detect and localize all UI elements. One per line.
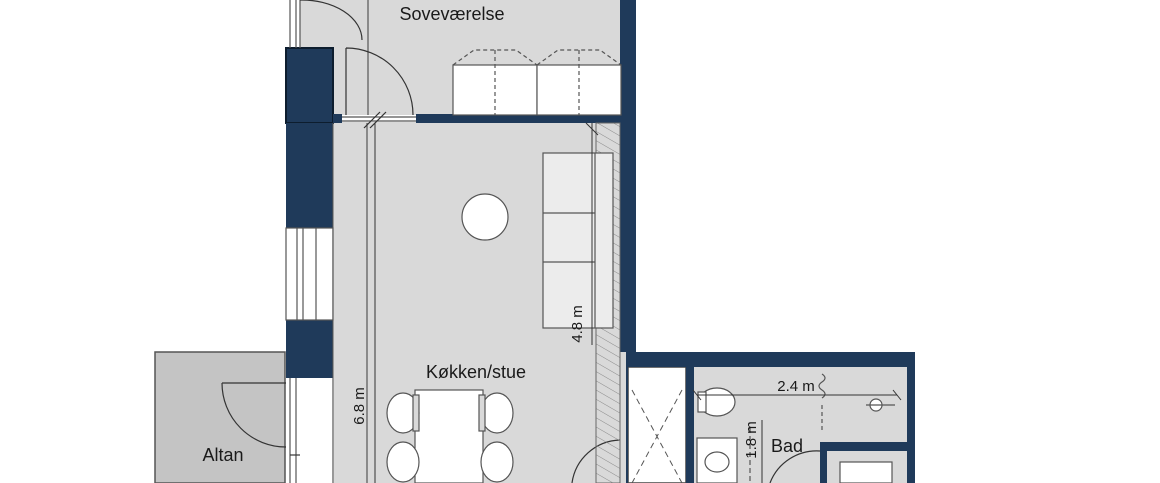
left-pillar-mid: [286, 123, 333, 228]
left-pillar-corner: [333, 114, 342, 123]
bedroom-bottom-wall: [416, 114, 620, 123]
sofa: [542, 152, 614, 329]
bedroom-top-door-swing: [300, 0, 363, 41]
bedroom-door-swing: [345, 47, 414, 116]
shower-tray: [839, 461, 893, 483]
bath-door-swing: [769, 450, 821, 483]
bath-depth-label: 1.8 m: [743, 421, 760, 459]
closet-floor: [627, 366, 687, 483]
bath-top-wall: [626, 352, 914, 367]
bath-inner-wall: [820, 442, 910, 451]
coffee-table: [461, 193, 509, 241]
bath-right-wall: [907, 352, 915, 483]
dimension-lines: [374, 122, 902, 483]
bath-left-wall: [686, 367, 694, 483]
left-pillar-top: [285, 47, 334, 124]
walls: [285, 0, 915, 483]
balcony-floor: [154, 351, 286, 483]
bedroom-label: Soveværelse: [399, 4, 504, 24]
dining-table: [414, 389, 484, 483]
kitchen-living-label: Køkken/stue: [426, 362, 526, 382]
wardrobes: [452, 49, 622, 116]
window-lines: [285, 0, 416, 483]
bathroom-label: Bad: [771, 436, 803, 456]
closet-cross: [631, 389, 683, 483]
corridor-divider-wall: [626, 352, 628, 483]
balcony-door-swing: [221, 382, 287, 448]
bath-inner-wall-vertical: [820, 442, 827, 483]
bath-width-label: 2.4 m: [777, 378, 815, 395]
dining-set: [386, 389, 514, 483]
bedroom-right-wall: [620, 0, 636, 352]
left-pillar-bottom: [286, 320, 333, 378]
living-width-label: 4.8 m: [569, 305, 586, 343]
living-length-label: 6.8 m: [351, 387, 368, 425]
balcony-label: Altan: [202, 445, 243, 465]
